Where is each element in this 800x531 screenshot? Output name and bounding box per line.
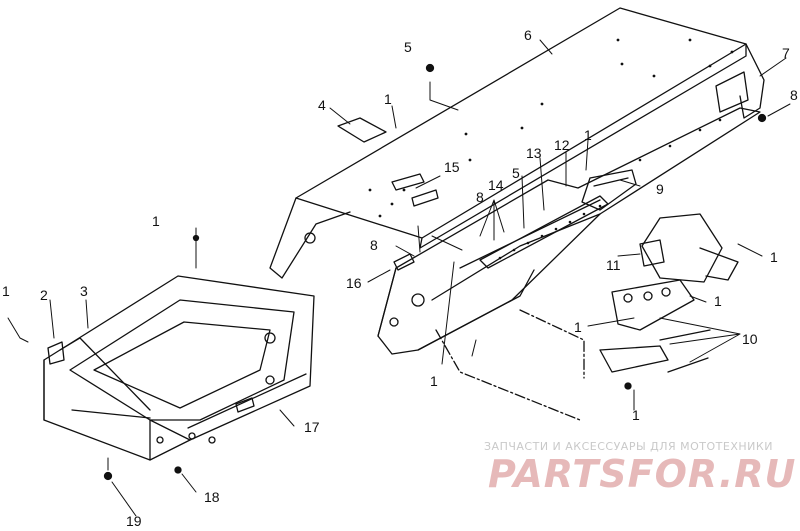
callout-17: 17 bbox=[304, 419, 320, 435]
callout-8: 8 bbox=[790, 87, 798, 103]
callout-1: 1 bbox=[584, 127, 592, 143]
nut-5-top bbox=[425, 63, 435, 73]
nut-8-right bbox=[757, 113, 767, 123]
callout-10: 10 bbox=[742, 331, 758, 347]
callout-5: 5 bbox=[404, 39, 412, 55]
callout-1: 1 bbox=[384, 91, 392, 107]
plate-part-4 bbox=[337, 117, 387, 143]
watermark-brand: PARTSFOR.RU bbox=[488, 452, 797, 496]
callout-2: 2 bbox=[40, 287, 48, 303]
small-parts bbox=[103, 63, 767, 481]
lower-rail-assembly bbox=[377, 107, 761, 421]
callout-11: 11 bbox=[606, 257, 621, 273]
callout-1: 1 bbox=[574, 319, 582, 335]
callout-18: 18 bbox=[204, 489, 220, 505]
callout-6: 6 bbox=[524, 27, 532, 43]
callout-1: 1 bbox=[632, 407, 640, 423]
callout-16: 16 bbox=[346, 275, 362, 291]
lower-frame-assembly bbox=[43, 275, 315, 461]
callout-14: 14 bbox=[488, 177, 504, 193]
callout-13: 13 bbox=[526, 145, 542, 161]
leader-lines bbox=[7, 39, 791, 517]
nut-18 bbox=[174, 466, 182, 474]
callout-8: 8 bbox=[476, 189, 484, 205]
exhaust-components bbox=[599, 213, 739, 373]
callout-1: 1 bbox=[770, 249, 778, 265]
callout-9: 9 bbox=[656, 181, 664, 197]
callout-19: 19 bbox=[126, 513, 142, 529]
callout-1: 1 bbox=[2, 283, 10, 299]
callout-1: 1 bbox=[430, 373, 438, 389]
callout-1: 1 bbox=[152, 213, 160, 229]
watermark-caption: ЗАПЧАСТИ И АКСЕССУАРЫ ДЛЯ МОТОТЕХНИКИ bbox=[484, 440, 773, 453]
callout-15: 15 bbox=[444, 159, 460, 175]
callout-7: 7 bbox=[782, 45, 790, 61]
callout-12: 12 bbox=[554, 137, 570, 153]
callout-4: 4 bbox=[318, 97, 326, 113]
nut-19 bbox=[103, 471, 113, 481]
callout-8: 8 bbox=[370, 237, 378, 253]
callout-1: 1 bbox=[714, 293, 722, 309]
tunnel-assembly bbox=[269, 7, 765, 279]
callout-3: 3 bbox=[80, 283, 88, 299]
callout-5: 5 bbox=[512, 165, 520, 181]
callout-labels: 1 1 1 1 1 1 1 1 1 2 3 4 5 5 6 7 8 8 8 9 … bbox=[2, 27, 798, 529]
